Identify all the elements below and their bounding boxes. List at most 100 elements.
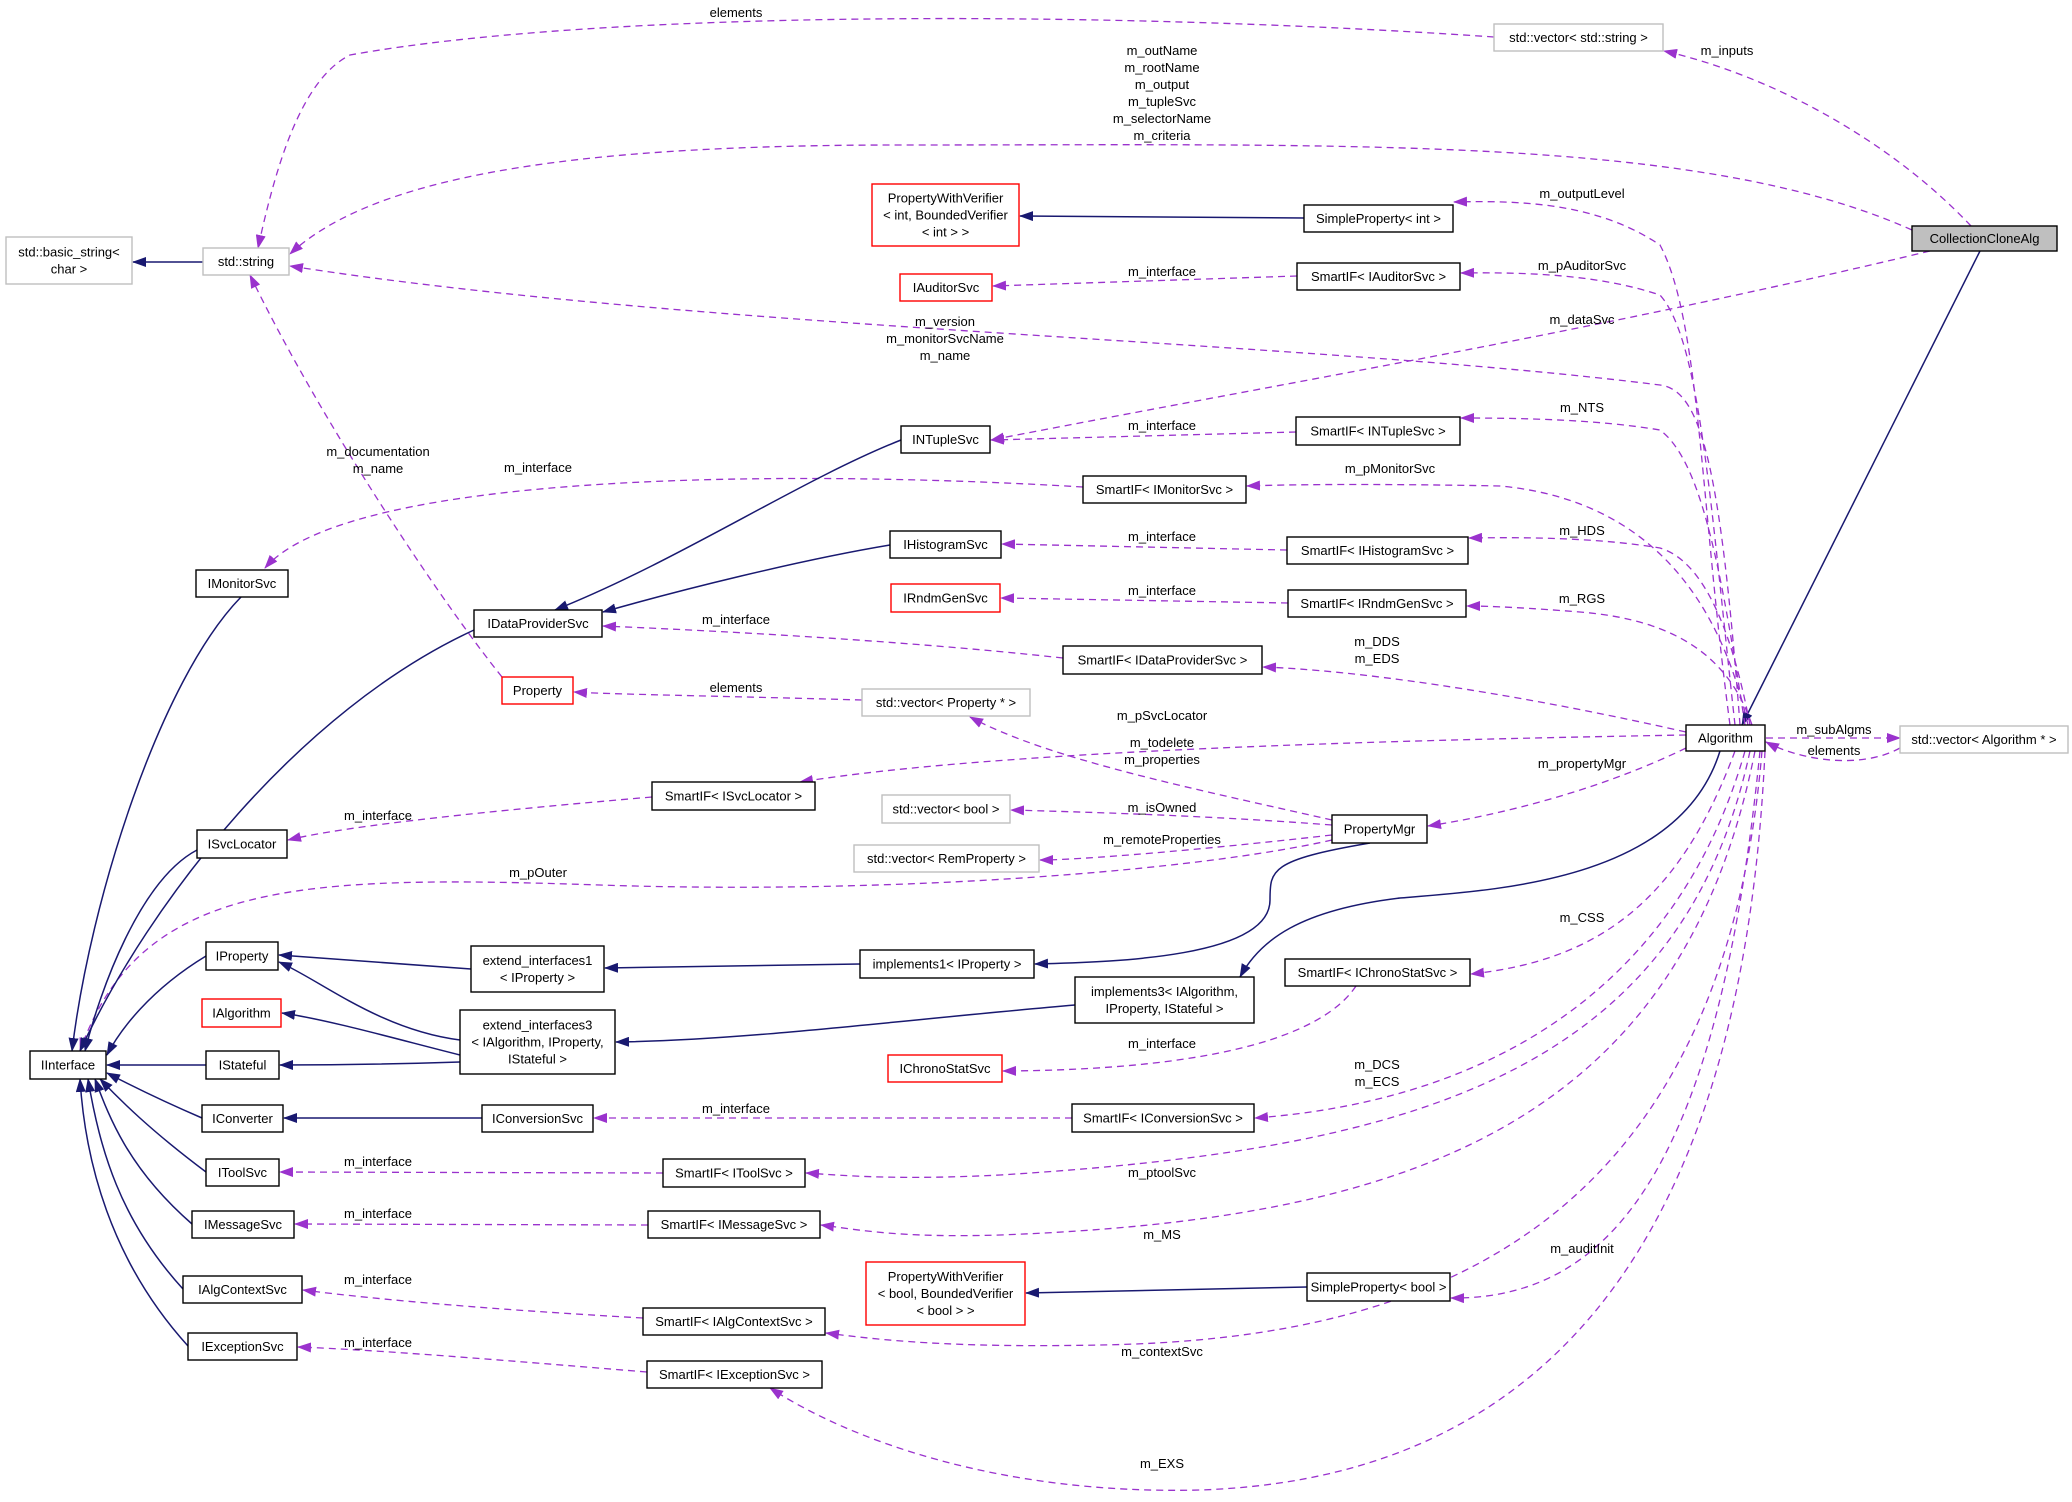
class-node-PWV_int[interactable]: PropertyWithVerifier< int, BoundedVerifi… — [871, 183, 1020, 247]
class-node-ext_if1[interactable]: extend_interfaces1< IProperty > — [470, 945, 605, 993]
class-box[interactable] — [473, 609, 603, 638]
class-box[interactable] — [201, 998, 282, 1028]
class-node-SIF_IMonitorSvc[interactable]: SmartIF< IMonitorSvc > — [1082, 475, 1247, 504]
class-node-std_string[interactable]: std::string — [202, 247, 290, 276]
class-node-SIF_IAlgContextSvc[interactable]: SmartIF< IAlgContextSvc > — [642, 1307, 826, 1336]
class-node-IMessageSvc[interactable]: IMessageSvc — [191, 1210, 295, 1239]
class-node-vec_RemProperty[interactable]: std::vector< RemProperty > — [853, 844, 1040, 873]
class-node-SIF_IAuditorSvc[interactable]: SmartIF< IAuditorSvc > — [1296, 262, 1461, 291]
class-box[interactable] — [1911, 225, 2058, 252]
class-node-SIF_IRndmGenSvc[interactable]: SmartIF< IRndmGenSvc > — [1287, 589, 1467, 618]
class-box[interactable] — [5, 236, 133, 285]
class-box[interactable] — [861, 688, 1031, 717]
class-node-vec_bool[interactable]: std::vector< bool > — [881, 794, 1011, 824]
class-box[interactable] — [187, 1332, 298, 1361]
class-box[interactable] — [1493, 23, 1664, 52]
class-box[interactable] — [191, 1210, 295, 1239]
class-box[interactable] — [470, 945, 605, 993]
class-node-CollectionCloneAlg[interactable]: CollectionCloneAlg — [1911, 225, 2058, 252]
class-node-vec_Algorithm[interactable]: std::vector< Algorithm * > — [1899, 725, 2069, 754]
class-box[interactable] — [881, 794, 1011, 824]
class-node-SIF_INTupleSvc[interactable]: SmartIF< INTupleSvc > — [1295, 416, 1461, 446]
class-box[interactable] — [1286, 536, 1469, 565]
class-node-impl1[interactable]: implements1< IProperty > — [859, 949, 1035, 979]
class-node-SIF_IHistogramSvc[interactable]: SmartIF< IHistogramSvc > — [1286, 536, 1469, 565]
class-box[interactable] — [642, 1307, 826, 1336]
class-node-IStateful[interactable]: IStateful — [205, 1050, 280, 1080]
class-node-impl3[interactable]: implements3< IAlgorithm,IProperty, IStat… — [1074, 976, 1255, 1024]
class-node-IExceptionSvc[interactable]: IExceptionSvc — [187, 1332, 298, 1361]
class-node-IAlgorithm[interactable]: IAlgorithm — [201, 998, 282, 1028]
class-box[interactable] — [899, 273, 993, 302]
class-node-IInterface[interactable]: IInterface — [29, 1050, 107, 1080]
class-node-IConverter[interactable]: IConverter — [201, 1104, 284, 1133]
class-node-IProperty[interactable]: IProperty — [205, 941, 279, 971]
class-box[interactable] — [647, 1210, 821, 1239]
class-box[interactable] — [1284, 958, 1471, 987]
class-node-SIF_IDataProviderSvc[interactable]: SmartIF< IDataProviderSvc > — [1062, 645, 1263, 675]
class-box[interactable] — [859, 949, 1035, 979]
class-node-SP_int[interactable]: SimpleProperty< int > — [1303, 204, 1454, 233]
class-box[interactable] — [662, 1158, 806, 1188]
class-node-ext_if3[interactable]: extend_interfaces3< IAlgorithm, IPropert… — [459, 1009, 616, 1075]
class-box[interactable] — [205, 1158, 280, 1187]
class-box[interactable] — [890, 583, 1001, 613]
class-box[interactable] — [1082, 475, 1247, 504]
class-node-SIF_IToolSvc[interactable]: SmartIF< IToolSvc > — [662, 1158, 806, 1188]
class-box[interactable] — [201, 1104, 284, 1133]
class-node-SP_bool[interactable]: SimpleProperty< bool > — [1306, 1272, 1451, 1302]
class-box[interactable] — [646, 1360, 823, 1389]
class-box[interactable] — [481, 1104, 594, 1133]
class-node-vec_Property[interactable]: std::vector< Property * > — [861, 688, 1031, 717]
class-node-IAlgContextSvc[interactable]: IAlgContextSvc — [182, 1275, 303, 1304]
class-box[interactable] — [195, 569, 289, 598]
class-node-SIF_IChronoStatSvc[interactable]: SmartIF< IChronoStatSvc > — [1284, 958, 1471, 987]
class-box[interactable] — [1287, 589, 1467, 618]
class-node-IDataProviderSvc[interactable]: IDataProviderSvc — [473, 609, 603, 638]
class-node-PropertyMgr[interactable]: PropertyMgr — [1331, 814, 1428, 844]
class-box[interactable] — [651, 781, 816, 811]
class-box[interactable] — [1303, 204, 1454, 233]
class-node-IConversionSvc[interactable]: IConversionSvc — [481, 1104, 594, 1133]
class-node-SIF_IMessageSvc[interactable]: SmartIF< IMessageSvc > — [647, 1210, 821, 1239]
class-box[interactable] — [202, 247, 290, 276]
class-node-SIF_IExceptionSvc[interactable]: SmartIF< IExceptionSvc > — [646, 1360, 823, 1389]
class-box[interactable] — [1296, 262, 1461, 291]
class-box[interactable] — [865, 1261, 1026, 1326]
class-node-SIF_ISvcLocator[interactable]: SmartIF< ISvcLocator > — [651, 781, 816, 811]
class-node-IToolSvc[interactable]: IToolSvc — [205, 1158, 280, 1187]
class-box[interactable] — [196, 829, 288, 859]
class-box[interactable] — [1685, 724, 1766, 752]
class-node-vec_string[interactable]: std::vector< std::string > — [1493, 23, 1664, 52]
class-node-basic_string[interactable]: std::basic_string<char > — [5, 236, 133, 285]
class-node-ISvcLocator[interactable]: ISvcLocator — [196, 829, 288, 859]
class-box[interactable] — [459, 1009, 616, 1075]
class-node-PWV_bool[interactable]: PropertyWithVerifier< bool, BoundedVerif… — [865, 1261, 1026, 1326]
class-node-Algorithm[interactable]: Algorithm — [1685, 724, 1766, 752]
class-node-INTupleSvc[interactable]: INTupleSvc — [900, 425, 991, 454]
class-node-IAuditorSvc[interactable]: IAuditorSvc — [899, 273, 993, 302]
class-box[interactable] — [889, 530, 1002, 559]
class-box[interactable] — [871, 183, 1020, 247]
class-node-IRndmGenSvc[interactable]: IRndmGenSvc — [890, 583, 1001, 613]
class-box[interactable] — [205, 941, 279, 971]
class-node-IChronoStatSvc[interactable]: IChronoStatSvc — [887, 1054, 1003, 1083]
class-box[interactable] — [29, 1050, 107, 1080]
class-node-IMonitorSvc[interactable]: IMonitorSvc — [195, 569, 289, 598]
class-box[interactable] — [853, 844, 1040, 873]
class-box[interactable] — [1062, 645, 1263, 675]
class-box[interactable] — [1071, 1103, 1255, 1133]
class-box[interactable] — [182, 1275, 303, 1304]
class-box[interactable] — [1306, 1272, 1451, 1302]
class-box[interactable] — [1295, 416, 1461, 446]
class-box[interactable] — [1899, 725, 2069, 754]
class-box[interactable] — [1331, 814, 1428, 844]
class-box[interactable] — [501, 676, 574, 705]
class-box[interactable] — [887, 1054, 1003, 1083]
class-node-IHistogramSvc[interactable]: IHistogramSvc — [889, 530, 1002, 559]
class-node-SIF_IConversionSvc[interactable]: SmartIF< IConversionSvc > — [1071, 1103, 1255, 1133]
class-box[interactable] — [1074, 976, 1255, 1024]
class-box[interactable] — [900, 425, 991, 454]
class-box[interactable] — [205, 1050, 280, 1080]
class-node-Property[interactable]: Property — [501, 676, 574, 705]
